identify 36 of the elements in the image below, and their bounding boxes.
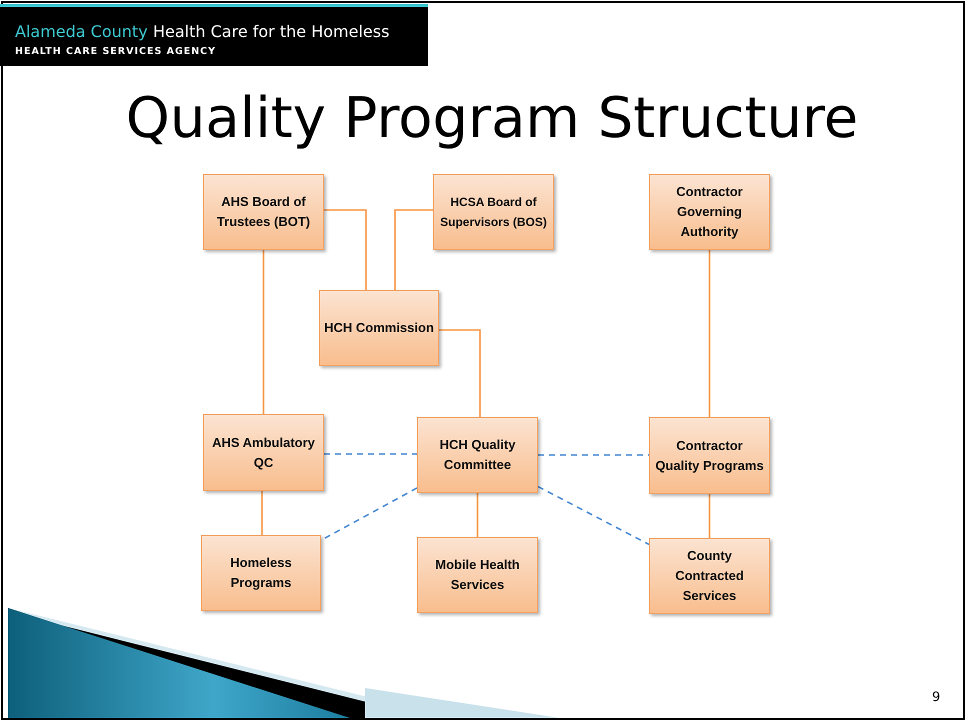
box-label: HCH Quality Committee [438,436,516,474]
connector-line [708,494,710,538]
org-box [417,417,538,493]
box-label: HCH Commission [323,319,435,337]
connector-line [708,250,710,417]
box-label: Contractor Governing Authority [675,183,744,241]
box-label: County Contracted Services [674,547,745,605]
org-box [203,174,324,250]
connector-line [439,329,481,417]
connector-line [476,493,478,537]
connector-line [324,209,367,290]
box-label: Mobile Health Services [434,556,521,594]
connector-line [324,453,417,455]
org-box [649,417,770,494]
org-box [649,174,770,250]
org-box [201,535,321,611]
header-subtitle: HEALTH CARE SERVICES AGENCY [15,46,216,57]
connector-line [262,250,264,414]
header-title: Health Care for the Homeless [153,22,390,41]
connector-line [538,486,650,546]
org-box [203,414,324,491]
box-label: Contractor Quality Programs [654,436,765,475]
box-label: AHS Board of Trustees (BOT) [216,193,312,231]
box-label: Homeless Programs [229,554,293,592]
org-box [319,290,439,366]
org-box [417,537,538,613]
box-label: AHS Ambulatory QC [211,434,316,472]
page-number: 9 [932,690,940,705]
org-box [433,174,554,250]
connector-line [261,491,263,535]
connector-line [538,454,649,456]
slide-title: Quality Program Structure [124,86,860,151]
org-box [649,538,770,614]
connector-line [394,209,433,290]
box-label: HCSA Board of Supervisors (BOS) [439,194,548,231]
org-name: Alameda County [15,22,148,41]
